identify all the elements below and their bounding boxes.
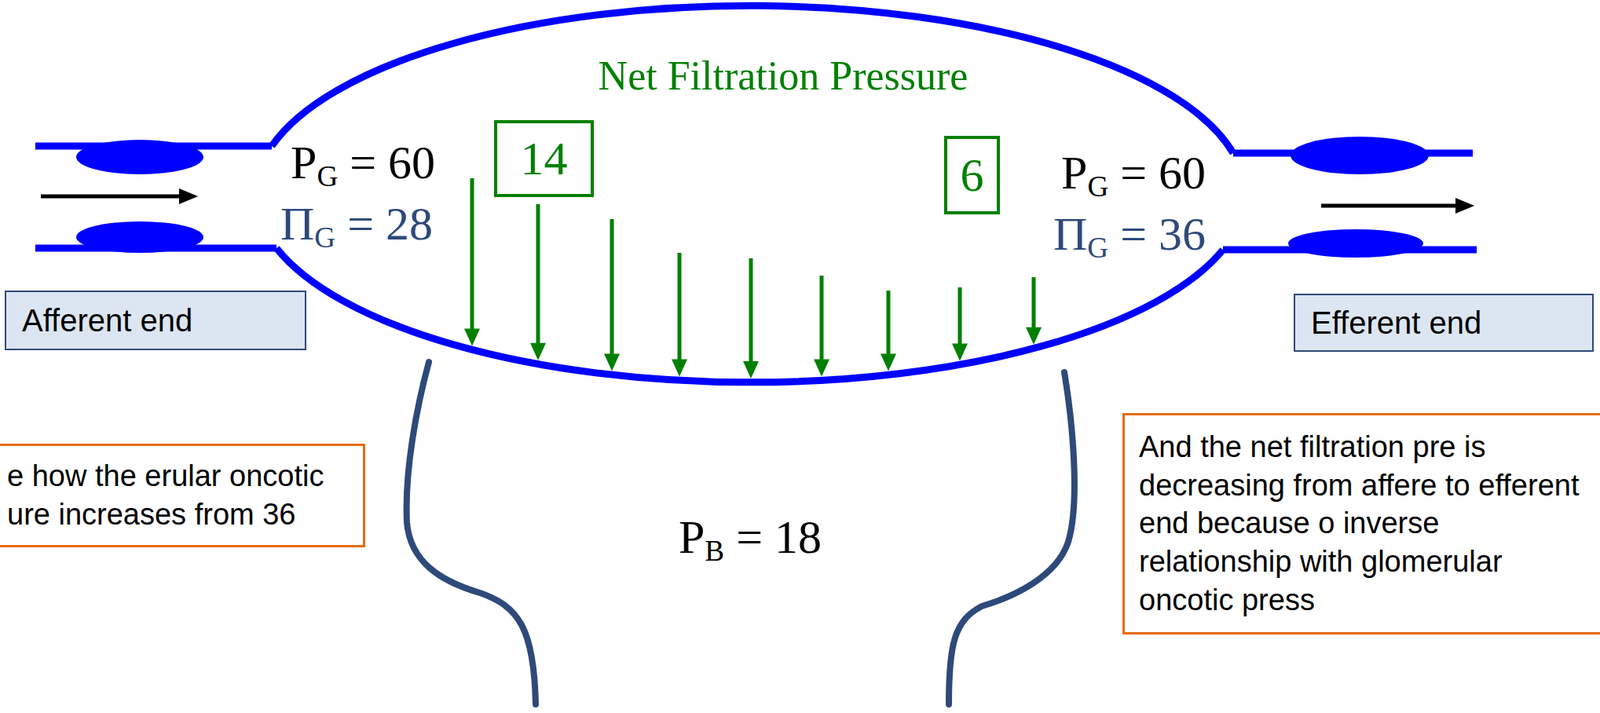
flow-arrowhead bbox=[1455, 197, 1475, 214]
diagram-heading: Net Filtration Pressure bbox=[598, 52, 969, 100]
filtration-arrowhead bbox=[604, 353, 620, 371]
subscript: G bbox=[316, 160, 338, 193]
filtration-arrow bbox=[530, 204, 546, 361]
value: = 28 bbox=[335, 197, 433, 250]
filtration-arrows bbox=[464, 178, 1042, 379]
smooth-muscle bbox=[76, 221, 204, 253]
oncotic-pressure: ΠG = 36 bbox=[1053, 207, 1206, 266]
value: = 60 bbox=[1108, 146, 1206, 199]
filtration-arrow bbox=[464, 178, 480, 347]
filtration-arrow-shaft bbox=[470, 178, 475, 333]
end-label-box: Afferent end bbox=[4, 290, 307, 351]
box-text: 14 bbox=[520, 131, 568, 187]
symbol: P bbox=[290, 136, 317, 189]
subscript: G bbox=[1087, 231, 1109, 264]
capsule-pressure: PB = 18 bbox=[678, 510, 822, 569]
filtration-arrow-shaft bbox=[536, 204, 541, 347]
filtration-arrow bbox=[813, 275, 830, 377]
smooth-muscle bbox=[1290, 136, 1429, 175]
filtration-arrow bbox=[743, 258, 759, 379]
value: = 18 bbox=[724, 511, 822, 564]
symbol: Π bbox=[1053, 208, 1088, 260]
value: = 36 bbox=[1108, 208, 1206, 260]
glomerular-capillary: Net Filtration PressurePG = 60ΠG = 28PG … bbox=[247, 5, 1253, 383]
subscript: G bbox=[1087, 170, 1109, 203]
smooth-muscle bbox=[76, 139, 204, 175]
subscript: G bbox=[314, 221, 336, 254]
note-text: And the net filtration pre is decreasing… bbox=[1138, 428, 1587, 619]
filtration-arrowhead bbox=[1025, 327, 1042, 345]
box-text: Afferent end bbox=[21, 302, 193, 339]
note-callout: And the net filtration pre is decreasing… bbox=[1122, 413, 1600, 635]
filtration-arrow-shaft bbox=[677, 252, 682, 363]
hydrostatic-pressure: PG = 60 bbox=[290, 135, 436, 195]
bowman-capsule bbox=[948, 372, 1075, 705]
oncotic-pressure: ΠG = 28 bbox=[280, 197, 433, 256]
flow-arrow bbox=[1321, 204, 1458, 209]
filtration-arrow bbox=[671, 252, 688, 378]
filtration-arrow bbox=[1025, 277, 1042, 345]
symbol: P bbox=[1061, 146, 1088, 199]
filtration-arrow-shaft bbox=[886, 290, 891, 357]
filtration-arrowhead bbox=[951, 343, 968, 361]
flow-arrow bbox=[40, 194, 183, 199]
filtration-arrow-shaft bbox=[1032, 277, 1037, 331]
filtration-arrow-shaft bbox=[958, 287, 963, 347]
capillary-wall bbox=[276, 248, 1223, 383]
flow-arrowhead bbox=[179, 188, 198, 205]
hydrostatic-pressure: PG = 60 bbox=[1061, 146, 1206, 205]
pressure-value-box: 14 bbox=[494, 120, 594, 198]
filtration-arrow bbox=[951, 287, 968, 361]
bowman-capsule bbox=[406, 362, 536, 705]
filtration-arrowhead bbox=[530, 343, 546, 361]
end-label-box: Efferent end bbox=[1293, 293, 1594, 352]
symbol: Π bbox=[280, 197, 315, 250]
note-callout: e how the erular oncotic ure increases f… bbox=[0, 443, 366, 548]
filtration-arrowhead bbox=[743, 361, 759, 379]
filtration-arrowhead bbox=[464, 329, 480, 347]
value: = 60 bbox=[337, 136, 436, 189]
filtration-arrow-shaft bbox=[610, 219, 615, 357]
capillary-wall bbox=[271, 5, 1234, 154]
filtration-arrow bbox=[880, 290, 897, 371]
filtration-arrow bbox=[604, 219, 620, 371]
box-text: 6 bbox=[960, 148, 985, 203]
filtration-arrowhead bbox=[671, 359, 688, 378]
filtration-arrow-shaft bbox=[749, 258, 754, 365]
filtration-arrow-shaft bbox=[820, 275, 824, 363]
note-text: e how the erular oncotic ure increases f… bbox=[7, 457, 353, 534]
box-text: Efferent end bbox=[1310, 304, 1482, 341]
filtration-arrowhead bbox=[880, 353, 897, 371]
smooth-muscle bbox=[1288, 229, 1424, 258]
symbol: P bbox=[678, 511, 705, 564]
pressure-value-box: 6 bbox=[944, 135, 1000, 215]
filtration-arrowhead bbox=[813, 358, 830, 377]
subscript: B bbox=[704, 534, 725, 568]
